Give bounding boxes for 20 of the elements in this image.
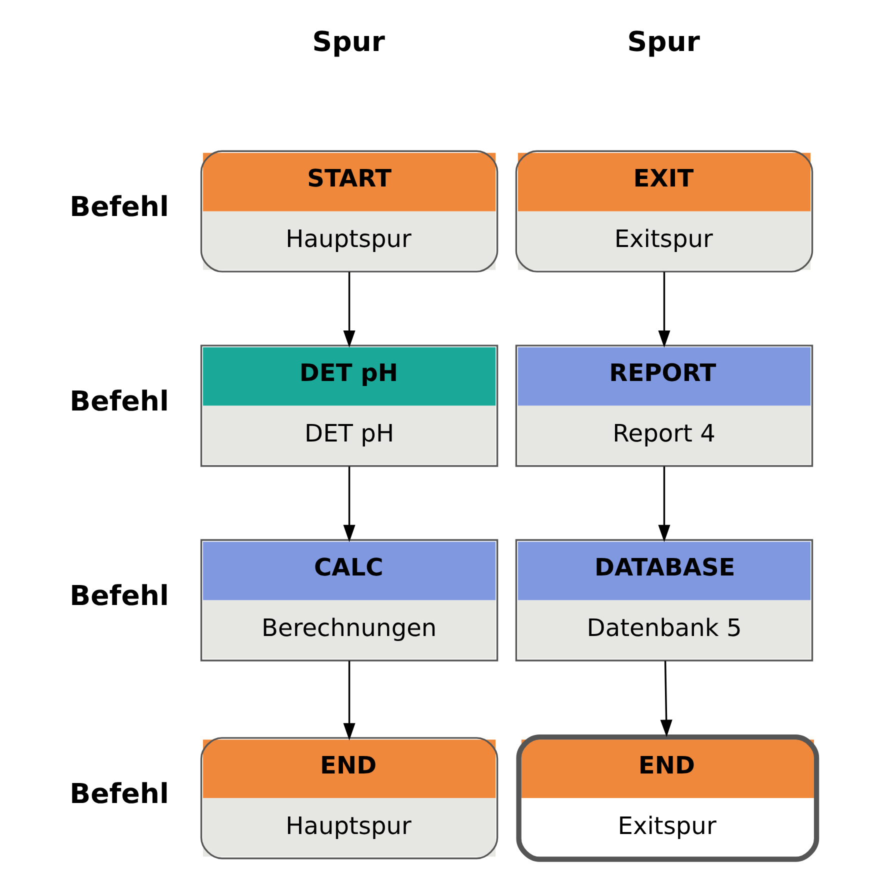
label: Befehl <box>69 580 168 612</box>
label: Spur <box>626 26 700 58</box>
node-box: START Hauptspur <box>200 150 498 272</box>
arrow <box>342 660 355 740</box>
node-box: REPORT Report 4 <box>514 344 813 467</box>
arrow <box>658 466 670 542</box>
node-box: DET pH DET pH <box>200 344 498 467</box>
arrow <box>660 660 672 738</box>
node-box: EXIT Exitspur <box>514 150 813 272</box>
node-box: CALC Berechnungen <box>200 539 498 662</box>
arrow <box>342 466 355 542</box>
label: Spur <box>312 26 384 58</box>
arrow <box>342 272 355 348</box>
label: Befehl <box>69 778 168 810</box>
node-box: DATABASE Datenbank 5 <box>514 539 813 662</box>
label: Befehl <box>69 191 168 224</box>
node-box: END Exitspur <box>516 734 819 862</box>
arrow <box>658 272 670 348</box>
node-box: END Hauptspur <box>200 737 498 860</box>
label: Befehl <box>69 386 168 418</box>
